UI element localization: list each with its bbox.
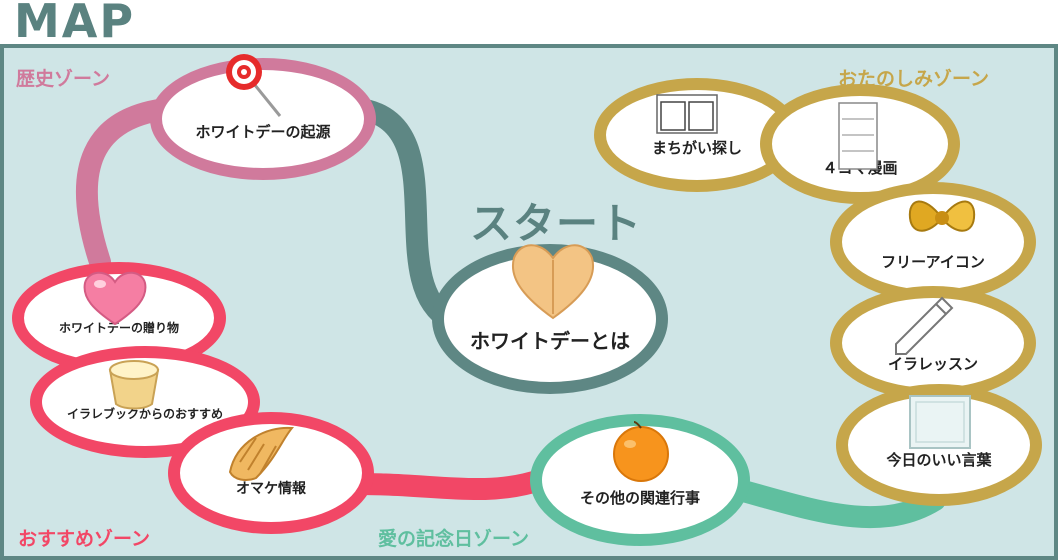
heart-cookie-icon — [511, 244, 595, 320]
croissant-icon — [228, 426, 295, 481]
node-spot-label: まちがい探し — [651, 139, 742, 157]
node-start-label: ホワイトデーとは — [470, 329, 630, 353]
node-origin-label: ホワイトデーの起源 — [195, 123, 331, 141]
node-freeicon-label: フリーアイコン — [881, 253, 985, 271]
manga-icon — [838, 102, 878, 170]
pen-icon — [895, 296, 954, 355]
node-book-label: イラレブックからのおすすめ — [66, 407, 223, 421]
start-path — [344, 97, 461, 331]
node-lesson-label: イラレッスン — [887, 355, 978, 373]
lollipop-icon — [226, 54, 282, 117]
start-title: スタート — [470, 199, 643, 248]
history-path — [75, 97, 186, 273]
node-omake-label: オマケ情報 — [236, 481, 306, 497]
map-title: MAP — [14, 0, 136, 48]
pudding-icon — [108, 360, 160, 410]
heart-icon — [83, 271, 147, 326]
glass-frame-icon — [909, 395, 971, 449]
gold-bow-icon — [908, 200, 976, 232]
node-gift-label: ホワイトデーの贈り物 — [58, 321, 179, 335]
spot-difference-icon — [656, 94, 718, 134]
zone-label-history: 歴史ゾーン — [16, 68, 111, 90]
node-related-label: その他の関連行事 — [579, 489, 700, 507]
zone-label-recommend: おすすめゾーン — [18, 528, 151, 550]
zone-label-anniversary: 愛の記念日ゾーン — [378, 528, 530, 550]
orange-icon — [613, 421, 669, 482]
node-quote-label: 今日のいい言葉 — [886, 451, 992, 469]
